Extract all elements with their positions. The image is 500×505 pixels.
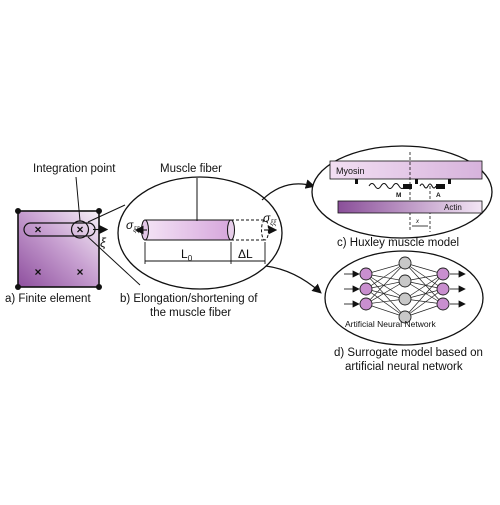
crossbridge-head-2 [436,184,445,189]
ann-connection [365,273,406,300]
ann-connection [404,262,444,275]
node-bottom-right [96,284,102,290]
gauss-marker-4: × [76,265,83,279]
crossbridge-head [403,184,412,189]
ann-connection [404,262,444,290]
panel-d-caption-line2: artificial neural network [345,361,463,373]
ann-output-neuron [436,282,450,296]
ann-connection [365,280,406,290]
panel-d-ann: Artificial Neural Network d) Surrogate m… [324,250,484,373]
integration-point-label: Integration point [33,163,116,175]
gauss-marker-1: × [34,223,41,237]
ann-label: Artificial Neural Network [345,319,436,329]
ann-connection [404,262,444,305]
ann-output-neuron [436,297,450,311]
node-top-right [96,208,102,214]
ann-connection [365,288,406,318]
ann-connection [365,303,406,318]
sigma-right: σξξ [263,211,277,227]
ann-connection [404,280,444,305]
ann-hidden-neuron [398,256,412,270]
ann-connection [404,288,444,300]
ann-hidden-neuron [398,310,412,324]
ann-connection [365,273,406,318]
panel-a-caption: a) Finite element [5,293,91,305]
panel-a-finite-element: × × × × ξ Integration point a) Finite el… [5,163,116,305]
ann-nodes [359,256,450,324]
myosin-spring-2 [419,183,437,189]
ann-input-neuron [359,282,373,296]
panel-b-caption-line2: the muscle fiber [150,307,231,319]
myosin-stub-2 [415,179,418,184]
fiber-right-cap [227,219,235,241]
actin-filament [337,200,483,214]
ann-output-neuron [436,267,450,281]
myosin-stub-1 [355,179,358,184]
panel-c-caption: c) Huxley muscle model [337,237,459,249]
zoom-line-bottom [87,236,141,286]
delta-length-label: ΔL [238,247,253,261]
myosin-spring-1 [368,183,406,189]
fiber-elongation-dashed [231,219,265,241]
ann-hidden-neuron [398,274,412,288]
length-label: L0 [181,247,193,263]
ann-connection [404,303,444,318]
sigma-left: σξξ [126,218,140,234]
fiber-cylinder [144,219,232,241]
actin-label: Actin [444,203,462,212]
ann-connection [365,262,406,305]
panel-b-caption-line1: b) Elongation/shortening of [120,293,258,305]
integration-point-leader [75,176,81,222]
ann-edges [344,262,466,318]
myosin-filament [329,160,483,180]
ann-connection [365,262,406,275]
m-label: M [396,192,401,199]
node-top-left [15,208,21,214]
gauss-marker-3: × [34,265,41,279]
ann-connection [404,273,444,300]
xi-symbol: ξ [100,235,107,250]
ann-connection [404,280,444,290]
ann-connection [365,280,406,305]
ann-connection [365,288,406,300]
muscle-fiber-label: Muscle fiber [160,163,222,175]
ann-input-neuron [359,297,373,311]
ann-hidden-neuron [398,292,412,306]
ann-input-neuron [359,267,373,281]
panel-d-caption-line1: d) Surrogate model based on [334,347,483,359]
node-bottom-left [15,284,21,290]
myosin-label: Myosin [336,166,365,176]
ann-connection [404,288,444,318]
panel-b-muscle-fiber: σξξ σξξ L0 ΔL Muscle fiber b) Elongation… [87,163,283,319]
huxley-ellipse [311,145,493,239]
arrow-to-ann [265,265,322,294]
arrow-to-huxley [261,179,316,201]
ann-connection [404,273,444,318]
panel-c-huxley-model: Myosin M A Actin x c) Huxley muscle mode… [311,145,493,249]
myosin-stub-3 [448,179,451,184]
gauss-marker-2: × [76,223,83,237]
ann-connection [365,273,406,282]
zoom-line-top [87,204,126,223]
ann-connection [365,298,406,305]
x-label: x [415,219,420,225]
a-label: A [436,192,441,199]
ann-connection [365,262,406,290]
